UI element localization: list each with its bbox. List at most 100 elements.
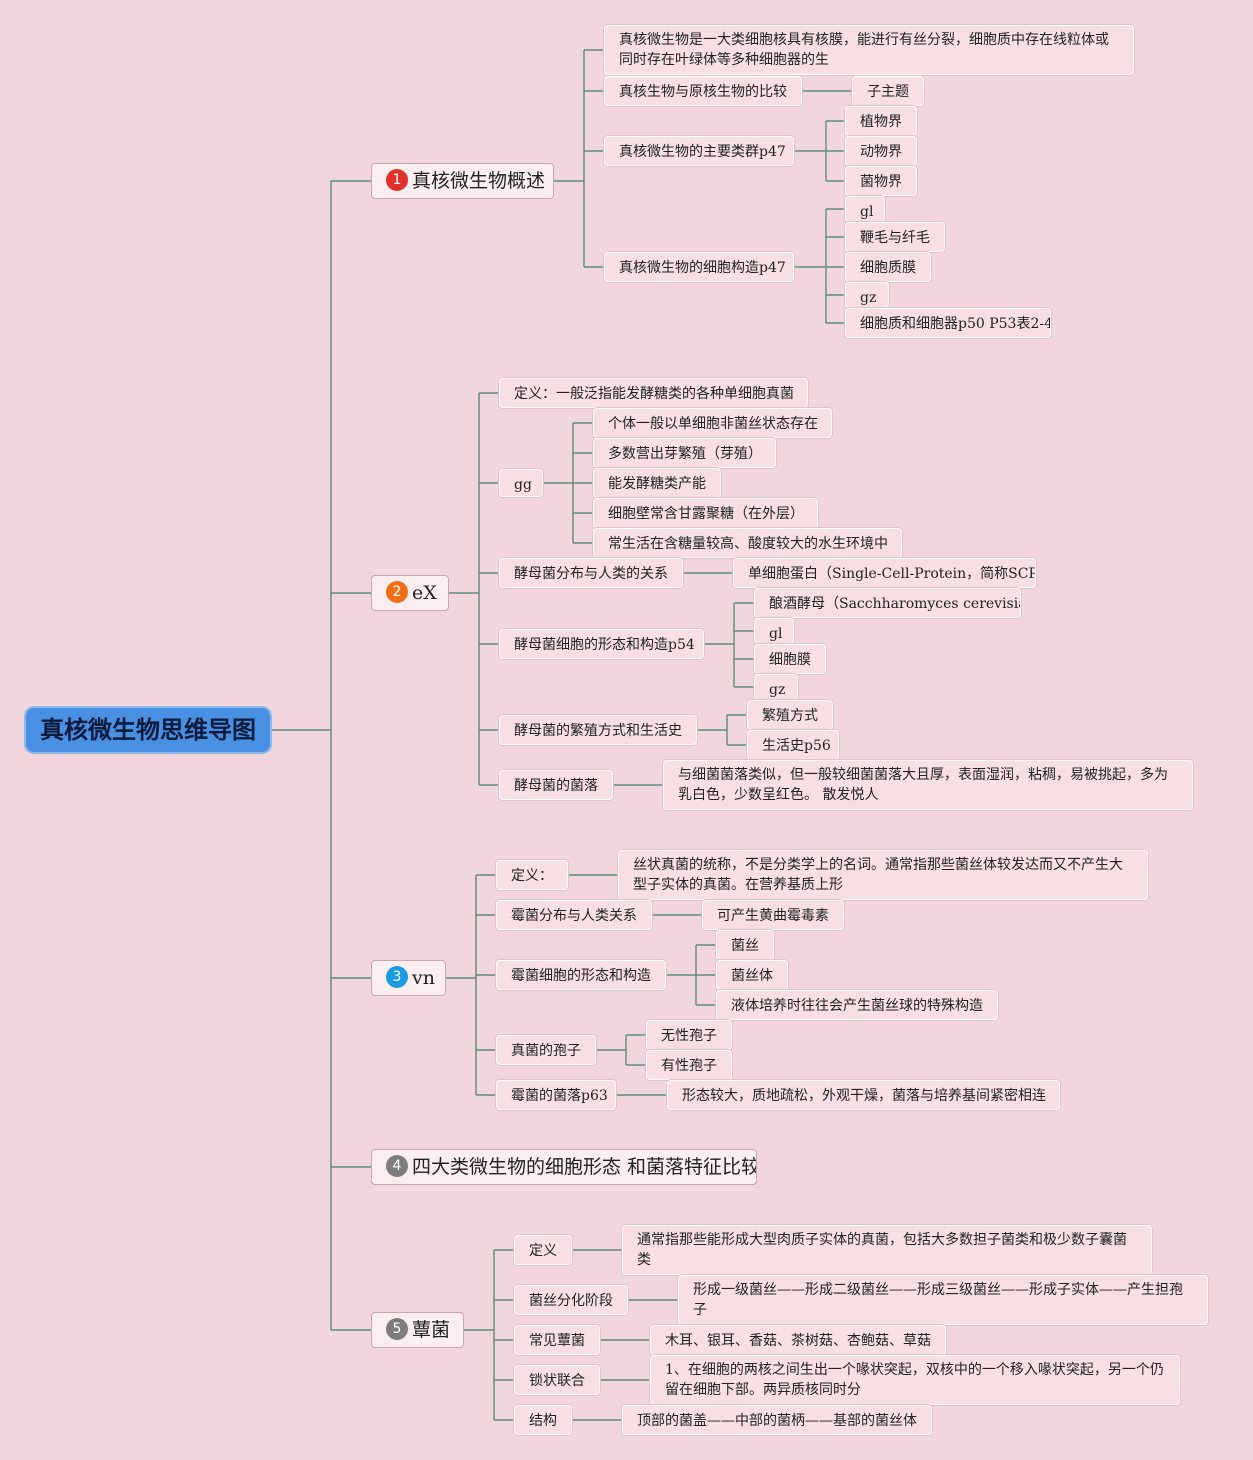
subtopic-label: 真核微生物的主要类群p47 [619, 144, 786, 160]
detail-node-label: 木耳、银耳、香菇、茶树菇、杏鲍菇、草菇 [665, 1333, 931, 1349]
detail-node[interactable]: 常生活在含糖量较高、酸度较大的水生环境中 [593, 528, 902, 558]
detail-node[interactable]: 子主题 [852, 76, 924, 106]
detail-node-label: 单细胞蛋白（Single-Cell-Protein，简称SCP） [748, 566, 1036, 582]
detail-node-label: 丝状真菌的统称，不是分类学上的名词。通常指那些菌丝体较发达而又不产生大型子实体的… [633, 857, 1123, 893]
subtopic-label: 霉菌细胞的形态和构造 [511, 968, 651, 984]
subtopic[interactable]: 真核微生物的主要类群p47 [604, 136, 794, 166]
detail-node[interactable]: 动物界 [845, 136, 917, 166]
subtopic-label: 酵母菌的菌落 [514, 778, 598, 794]
central-topic[interactable]: 真核微生物思维导图 [26, 708, 270, 752]
subtopic[interactable]: 霉菌分布与人类关系 [496, 900, 652, 930]
detail-node-label: 细胞质和细胞器p50 P53表2-4 [860, 316, 1051, 332]
subtopic[interactable]: 定义：一般泛指能发酵糖类的各种单细胞真菌 [499, 378, 808, 408]
detail-node[interactable]: 单细胞蛋白（Single-Cell-Protein，简称SCP） [733, 558, 1036, 588]
detail-node-label: 菌物界 [860, 174, 902, 190]
subtopic[interactable]: 定义 [514, 1235, 572, 1265]
detail-node[interactable]: 细胞膜 [754, 644, 826, 674]
detail-node-label: gz [860, 290, 877, 306]
subtopic-label: 菌丝分化阶段 [529, 1293, 613, 1309]
detail-node-label: 子主题 [867, 84, 909, 100]
detail-node[interactable]: 无性孢子 [646, 1020, 732, 1050]
detail-node[interactable]: 可产生黄曲霉毒素 [702, 900, 844, 930]
detail-node[interactable]: gl [845, 196, 885, 222]
detail-node-label: 形成一级菌丝——形成二级菌丝——形成三级菌丝——形成子实体——产生担孢子 [693, 1282, 1183, 1318]
topic-number-badge: 3 [386, 966, 408, 988]
subtopic[interactable]: 酵母菌细胞的形态和构造p54 [499, 629, 704, 659]
detail-node-label: 有性孢子 [661, 1058, 717, 1074]
detail-node[interactable]: 生活史p56 [747, 730, 839, 760]
detail-node-label: 形态较大，质地疏松，外观干燥，菌落与培养基间紧密相连 [682, 1088, 1046, 1104]
detail-node[interactable]: 菌丝体 [716, 960, 788, 990]
detail-node-label: 1、在细胞的两核之间生出一个喙状突起，双核中的一个移入喙状突起，另一个仍留在细胞… [665, 1362, 1164, 1398]
detail-node[interactable]: 细胞壁常含甘露聚糖（在外层） [593, 498, 818, 528]
detail-node[interactable]: 个体一般以单细胞非菌丝状态存在 [593, 408, 832, 438]
subtopic[interactable]: 锁状联合 [514, 1365, 600, 1395]
detail-node-label: 个体一般以单细胞非菌丝状态存在 [608, 416, 818, 432]
subtopic[interactable]: 结构 [514, 1405, 572, 1435]
subtopic-label: 真核微生物是一大类细胞核具有核膜，能进行有丝分裂，细胞质中存在线粒体或同时存在叶… [619, 32, 1109, 68]
subtopic[interactable]: 真核微生物的细胞构造p47 [604, 252, 794, 282]
detail-node-label: 鞭毛与纤毛 [860, 230, 930, 246]
detail-node-label: gl [860, 204, 874, 220]
detail-node-label: 顶部的菌盖——中部的菌柄——基部的菌丝体 [637, 1413, 917, 1429]
detail-node-label: 植物界 [860, 114, 902, 130]
subtopic[interactable]: 真菌的孢子 [496, 1035, 596, 1065]
topic-number-badge: 4 [386, 1155, 408, 1177]
detail-node-label: 动物界 [860, 144, 902, 160]
detail-node-label: 无性孢子 [661, 1028, 717, 1044]
detail-node[interactable]: 多数营出芽繁殖（芽殖） [593, 438, 776, 468]
detail-node[interactable]: 顶部的菌盖——中部的菌柄——基部的菌丝体 [622, 1405, 932, 1435]
detail-node-label: 通常指那些能形成大型肉质子实体的真菌，包括大多数担子菌类和极少数子囊菌类 [637, 1232, 1127, 1268]
subtopic[interactable]: 霉菌细胞的形态和构造 [496, 960, 666, 990]
detail-node[interactable]: 细胞质和细胞器p50 P53表2-4 [845, 308, 1051, 338]
detail-node[interactable]: gz [754, 674, 798, 700]
subtopic[interactable]: gg [499, 469, 543, 497]
subtopic[interactable]: 酵母菌的繁殖方式和生活史 [499, 715, 697, 745]
detail-node[interactable]: 木耳、银耳、香菇、茶树菇、杏鲍菇、草菇 [650, 1325, 946, 1355]
detail-node[interactable]: 鞭毛与纤毛 [845, 222, 945, 252]
main-topic-2-label: eX [412, 582, 437, 604]
detail-node[interactable]: gl [754, 618, 794, 644]
subtopic[interactable]: 常见蕈菌 [514, 1325, 600, 1355]
detail-node-label: 多数营出芽繁殖（芽殖） [608, 446, 762, 462]
subtopic[interactable]: 菌丝分化阶段 [514, 1285, 628, 1315]
detail-node[interactable]: 能发酵糖类产能 [593, 468, 721, 498]
detail-node[interactable]: 与细菌菌落类似，但一般较细菌菌落大且厚，表面湿润，粘稠，易被挑起，多为乳白色，少… [663, 760, 1193, 810]
detail-node[interactable]: 液体培养时往往会产生菌丝球的特殊构造 [716, 990, 998, 1020]
detail-node[interactable]: 丝状真菌的统称，不是分类学上的名词。通常指那些菌丝体较发达而又不产生大型子实体的… [618, 850, 1148, 900]
subtopic[interactable]: 定义： [496, 860, 568, 890]
detail-node[interactable]: 酿酒酵母（Sacchharomyces cerevisiae） [754, 588, 1021, 618]
detail-node-label: gl [769, 626, 783, 642]
detail-node[interactable]: 形态较大，质地疏松，外观干燥，菌落与培养基间紧密相连 [667, 1080, 1060, 1110]
detail-node[interactable]: 细胞质膜 [845, 252, 931, 282]
subtopic-label: 定义： [511, 868, 553, 884]
subtopic[interactable]: 霉菌的菌落p63 [496, 1080, 616, 1110]
subtopic[interactable]: 真核生物与原核生物的比较 [604, 76, 802, 106]
main-topic-1-label: 真核微生物概述 [412, 170, 546, 192]
subtopic[interactable]: 真核微生物是一大类细胞核具有核膜，能进行有丝分裂，细胞质中存在线粒体或同时存在叶… [604, 25, 1134, 75]
subtopic[interactable]: 酵母菌分布与人类的关系 [499, 558, 683, 588]
detail-node[interactable]: 繁殖方式 [747, 700, 833, 730]
topic-number-badge: 1 [386, 169, 408, 191]
detail-node[interactable]: 1、在细胞的两核之间生出一个喙状突起，双核中的一个移入喙状突起，另一个仍留在细胞… [650, 1355, 1180, 1405]
detail-node[interactable]: 菌丝 [716, 930, 774, 960]
detail-node[interactable]: 通常指那些能形成大型肉质子实体的真菌，包括大多数担子菌类和极少数子囊菌类 [622, 1225, 1152, 1275]
subtopic[interactable]: 酵母菌的菌落 [499, 770, 613, 800]
detail-node[interactable]: gz [845, 282, 889, 308]
detail-node[interactable]: 形成一级菌丝——形成二级菌丝——形成三级菌丝——形成子实体——产生担孢子 [678, 1275, 1208, 1325]
topic-number-badge: 5 [386, 1318, 408, 1340]
subtopic-label: 酵母菌细胞的形态和构造p54 [514, 637, 695, 653]
subtopic-label: 锁状联合 [529, 1373, 585, 1389]
detail-node[interactable]: 有性孢子 [646, 1050, 732, 1080]
detail-node-label: 菌丝体 [731, 968, 773, 984]
subtopic-label: 真核微生物的细胞构造p47 [619, 260, 786, 276]
detail-node[interactable]: 菌物界 [845, 166, 917, 196]
detail-node-label: 可产生黄曲霉毒素 [717, 908, 829, 924]
detail-node[interactable]: 植物界 [845, 106, 917, 136]
